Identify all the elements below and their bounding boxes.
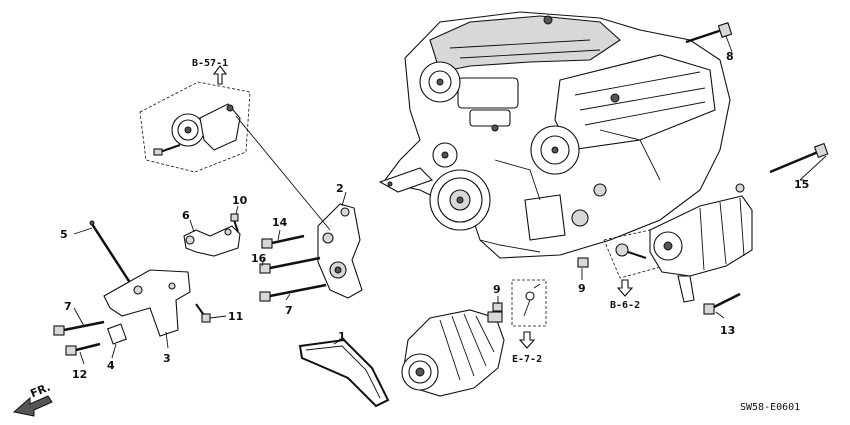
nut-9-alt — [492, 302, 503, 312]
callout-9-starter: 9 — [578, 282, 586, 295]
ref-b-57-1: B-57-1 — [192, 58, 228, 69]
callout-9-alt: 9 — [493, 283, 501, 296]
tensioner-assembly — [139, 81, 251, 173]
bracket-6 — [183, 225, 241, 257]
callout-15: 15 — [794, 178, 809, 191]
terminal-box — [511, 279, 547, 327]
bolt-7-left — [53, 320, 105, 336]
bolt-16 — [259, 256, 321, 274]
callout-14: 14 — [272, 216, 288, 229]
bolt-11 — [195, 303, 211, 323]
arrow-down-e72 — [518, 331, 536, 349]
callout-3: 3 — [163, 352, 171, 365]
ref-e-7-2: E-7-2 — [512, 354, 542, 365]
callout-4: 4 — [107, 359, 115, 372]
callout-12: 12 — [72, 368, 87, 381]
callout-1: 1 — [338, 330, 346, 343]
ref-b-6-2: B-6-2 — [610, 300, 640, 311]
drive-belt-1 — [298, 338, 390, 408]
bolt-10 — [230, 213, 239, 233]
leader-lines — [73, 179, 804, 365]
bolt-14 — [261, 234, 305, 249]
stud-5 — [89, 220, 138, 293]
callout-11: 11 — [228, 310, 243, 323]
callout-6: 6 — [182, 209, 190, 222]
callout-13: 13 — [720, 324, 735, 337]
diagram-code: SW58-E0601 — [740, 402, 800, 413]
collar-4 — [106, 323, 128, 345]
callout-2: 2 — [336, 182, 344, 195]
callout-5: 5 — [60, 228, 68, 241]
arrow-up-b57 — [212, 65, 228, 85]
engine-assembly — [378, 11, 731, 259]
bolt-7-right — [259, 283, 327, 302]
callout-7-left: 7 — [64, 300, 72, 313]
callout-7-right: 7 — [285, 304, 293, 317]
callout-10: 10 — [232, 194, 248, 207]
arrow-down-b62 — [616, 279, 634, 297]
alternator — [401, 309, 505, 397]
reference-labels: B-57-1 B-6-2 E-7-2 — [192, 58, 640, 365]
bolt-8 — [685, 22, 733, 53]
callout-labels: 1 2 3 4 5 6 7 7 8 9 9 10 11 12 13 14 15 … — [60, 50, 809, 381]
callout-16: 16 — [251, 252, 267, 265]
bolt-13 — [703, 292, 741, 315]
bracket-2 — [235, 115, 363, 299]
callout-8: 8 — [726, 50, 734, 63]
nut-9-starter — [577, 257, 589, 268]
bolt-12 — [65, 342, 101, 356]
bracket-3 — [103, 269, 191, 337]
front-direction-arrow — [12, 395, 53, 417]
bolt-15 — [769, 142, 829, 181]
starter-motor — [649, 183, 753, 303]
